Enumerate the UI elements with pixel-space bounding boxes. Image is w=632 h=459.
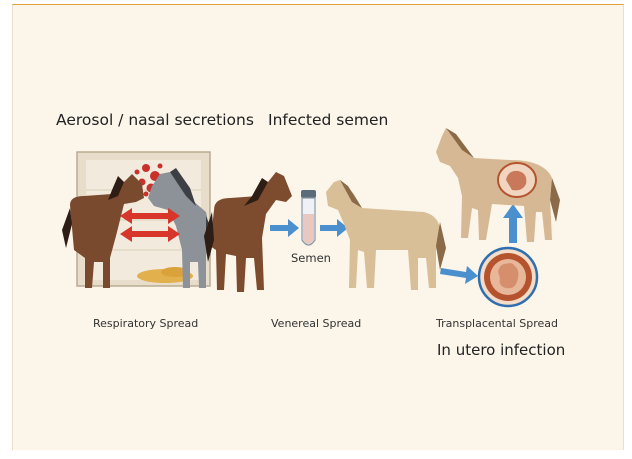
semen-label: Semen (291, 251, 331, 265)
venereal-spread-label: Venereal Spread (271, 317, 361, 330)
in-utero-infection-label: In utero infection (437, 341, 565, 359)
transplacental-spread-label: Transplacental Spread (436, 317, 558, 330)
blue-arrow-icon (270, 219, 299, 237)
tan-horse (326, 180, 446, 290)
brown-horse-middle (204, 172, 292, 292)
blue-arrow-icon (440, 266, 478, 284)
fetus-icon (479, 248, 537, 306)
semen-tube-icon (301, 190, 316, 245)
blue-up-arrow-icon (503, 204, 523, 243)
respiratory-spread-label: Respiratory Spread (93, 317, 198, 330)
infected-semen-label: Infected semen (268, 111, 388, 129)
pregnant-mare (436, 128, 560, 242)
aerosol-label: Aerosol / nasal secretions (56, 111, 254, 129)
